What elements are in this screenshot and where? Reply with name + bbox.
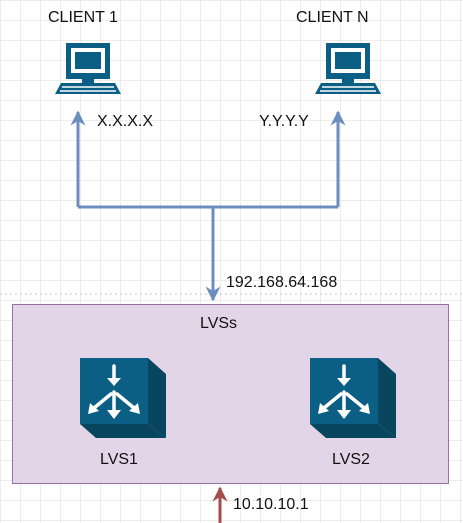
router-icon [80, 358, 166, 438]
clientn-name: CLIENT N [296, 9, 369, 26]
router-icon [310, 358, 396, 438]
computer-icon [315, 43, 381, 94]
vip-label: 192.168.64.168 [226, 274, 338, 291]
lvs1-node [78, 356, 170, 440]
clientn-ip: Y.Y.Y.Y [259, 113, 309, 130]
lvs2-node [308, 356, 400, 440]
lvs-group-label: LVSs [200, 315, 238, 332]
inbound-ip-label: 10.10.10.1 [233, 496, 309, 513]
lvs1-label: LVS1 [100, 451, 138, 468]
client1-name: CLIENT 1 [48, 9, 118, 26]
lvs2-label: LVS2 [332, 451, 370, 468]
computer-icon [55, 43, 121, 94]
client1-ip: X.X.X.X [97, 113, 154, 130]
